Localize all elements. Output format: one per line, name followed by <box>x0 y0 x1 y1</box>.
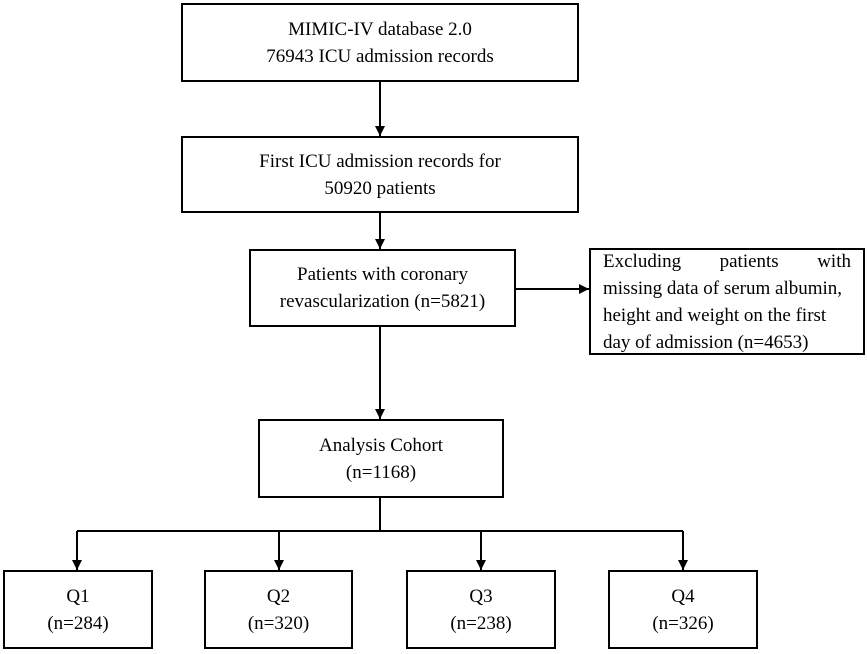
revascularization-line1: Patients with coronary <box>297 264 468 285</box>
quartile-label: Q4 <box>671 585 695 607</box>
analysis-cohort-line1: Analysis Cohort <box>318 434 444 456</box>
revascularization-line2: revascularization (n=5821) <box>279 291 486 312</box>
quartile-count: (n=320) <box>247 612 310 634</box>
source-database-line1: MIMIC-IV database 2.0 <box>288 18 472 40</box>
first-admission-line2: 50920 patients <box>324 177 436 199</box>
quartile-count: (n=284) <box>47 612 109 634</box>
exclusion-line3: height and weight on the first <box>603 304 827 326</box>
exclusion-box: Excluding patients with missing data of … <box>589 248 865 355</box>
source-database-line2: 76943 ICU admission records <box>266 45 494 67</box>
revascularization-box: Patients with coronary revascularization… <box>249 249 516 327</box>
exclusion-line2: missing data of serum albumin, <box>603 277 843 299</box>
quartile-label: Q3 <box>469 585 493 607</box>
quartile-box-q1: Q1 (n=284) <box>3 570 153 649</box>
quartile-box-q4: Q4 (n=326) <box>608 570 758 649</box>
analysis-cohort-box: Analysis Cohort (n=1168) <box>258 419 504 498</box>
quartile-label: Q1 <box>66 585 90 607</box>
source-database-box: MIMIC-IV database 2.0 76943 ICU admissio… <box>181 3 579 82</box>
quartile-count: (n=238) <box>450 612 512 634</box>
quartile-count: (n=326) <box>652 612 714 634</box>
quartile-label: Q2 <box>266 585 291 607</box>
exclusion-line1: Excluding patients with <box>603 250 851 272</box>
quartile-box-q3: Q3 (n=238) <box>406 570 556 649</box>
first-admission-line1: First ICU admission records for <box>259 150 501 172</box>
analysis-cohort-line2: (n=1168) <box>345 461 417 483</box>
exclusion-line4: day of admission (n=4653) <box>603 331 809 353</box>
first-admission-box: First ICU admission records for 50920 pa… <box>181 136 579 213</box>
quartile-box-q2: Q2 (n=320) <box>204 570 353 649</box>
